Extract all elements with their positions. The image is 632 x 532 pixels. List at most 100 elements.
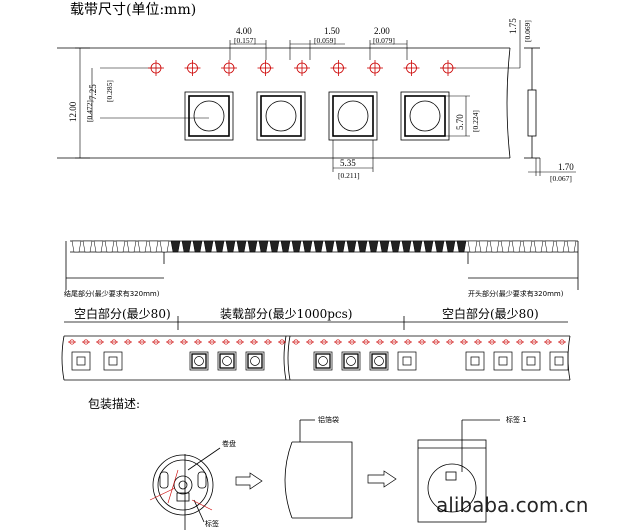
dim-hole-inch: [0.059] — [314, 36, 336, 45]
strip-tooth — [500, 240, 511, 253]
reel-component — [219, 353, 235, 369]
foil-bag — [284, 419, 353, 519]
strip-tooth — [456, 240, 467, 253]
empty-left-label: 空白部分(最少80) — [74, 306, 171, 321]
sealed-bag — [417, 419, 500, 523]
reel-tag-label: 标签 — [205, 519, 219, 528]
reel-label: 卷盘 — [222, 439, 236, 448]
strip-tooth — [181, 240, 192, 253]
dim-offset-inch: [0.079] — [373, 36, 395, 45]
tape-side-view — [527, 89, 537, 137]
dim-pocket-w: 5.35 — [340, 158, 356, 168]
reel-cells — [71, 351, 569, 371]
reel-component-dome — [250, 356, 260, 366]
reel-pocket — [341, 351, 361, 371]
strip-tooth — [137, 240, 148, 253]
reel-pocket — [103, 351, 123, 371]
strip-tooth — [71, 240, 82, 253]
reel-component — [191, 353, 207, 369]
dim-width-inch: [0.472] — [85, 100, 94, 122]
dim-hole: 1.50 — [324, 26, 340, 36]
strip-tooth — [148, 240, 159, 253]
reel-component-dome — [194, 356, 204, 366]
dim-pitch-inch: [0.157] — [234, 36, 256, 45]
strip-tooth — [159, 240, 170, 253]
strip-tooth — [214, 240, 225, 253]
tape-title: 载带尺寸(单位:mm) — [70, 2, 196, 18]
dim-thick-inch: [0.067] — [550, 174, 572, 183]
reel-pocket — [245, 351, 265, 371]
reel-pocket — [217, 351, 237, 371]
reel-pocket — [549, 351, 569, 371]
dim-offset: 2.00 — [374, 26, 390, 36]
strip-tooth — [115, 240, 126, 253]
strip-tooth — [522, 240, 533, 253]
dim-height-inch: [0.285] — [105, 80, 114, 102]
reel-component — [343, 353, 359, 369]
strip-tooth — [247, 240, 258, 253]
strip-tooth — [489, 240, 500, 253]
strip-teeth — [71, 240, 577, 253]
arrow-1 — [235, 472, 263, 490]
reel-pocket — [369, 351, 389, 371]
strip-tooth — [93, 240, 104, 253]
reel-pocket — [189, 351, 209, 371]
reel-component — [247, 353, 263, 369]
reel-pocket — [465, 351, 485, 371]
empty-right-label: 空白部分(最少80) — [442, 306, 539, 321]
dim-pocket-w-inch: [0.211] — [338, 171, 360, 180]
strip-tooth — [258, 240, 269, 253]
dim-height: 7.25 — [88, 84, 98, 100]
reel-empty-square — [526, 356, 536, 366]
reel-empty-square — [554, 356, 564, 366]
tail-label: 结尾部分(最少要求有320mm) — [64, 289, 160, 298]
strip-tooth — [533, 240, 544, 253]
reel-pocket — [493, 351, 513, 371]
strip-tooth — [291, 240, 302, 253]
reel-empty-square — [76, 356, 86, 366]
dim-edge-inch: [0.069] — [523, 20, 532, 42]
strip-tooth — [192, 240, 203, 253]
strip-tooth — [280, 240, 291, 253]
strip-tooth — [357, 240, 368, 253]
head-label: 开头部分(最少要求有320mm) — [468, 289, 564, 298]
reel-component — [371, 353, 387, 369]
reel-component-dome — [346, 356, 356, 366]
reel-pocket — [71, 351, 91, 371]
strip-tooth — [302, 240, 313, 253]
dim-pitch: 4.00 — [236, 26, 252, 36]
reel-component-dome — [374, 356, 384, 366]
dim-pocket: 5.70 — [455, 114, 465, 130]
dim-edge: 1.75 — [508, 18, 518, 34]
strip-tooth — [390, 240, 401, 253]
strip-tooth — [401, 240, 412, 253]
strip-tooth — [104, 240, 115, 253]
tape-pockets — [184, 91, 450, 141]
reel-component-dome — [318, 356, 328, 366]
reel-component-dome — [222, 356, 232, 366]
reel-pocket — [397, 351, 417, 371]
bag-label: 铝箔袋 — [318, 415, 339, 424]
strip-tooth — [544, 240, 555, 253]
reel-drawing — [152, 447, 221, 530]
reel-holes — [68, 339, 566, 345]
reel-empty-square — [498, 356, 508, 366]
reel-pocket — [313, 351, 333, 371]
reel-empty-square — [108, 356, 118, 366]
package-title: 包装描述: — [88, 397, 140, 411]
strip-tooth — [368, 240, 379, 253]
strip-tooth — [511, 240, 522, 253]
strip-tooth — [445, 240, 456, 253]
strip-tooth — [236, 240, 247, 253]
strip-tooth — [82, 240, 93, 253]
strip-tooth — [346, 240, 357, 253]
reel-strip — [61, 316, 571, 381]
sprocket-holes — [148, 60, 456, 76]
watermark: alibaba.com.cn — [436, 493, 588, 517]
reel-empty-square — [470, 356, 480, 366]
dim-thick: 1.70 — [558, 162, 574, 172]
strip-tooth — [555, 240, 566, 253]
strip-tooth — [478, 240, 489, 253]
strip-tooth — [423, 240, 434, 253]
